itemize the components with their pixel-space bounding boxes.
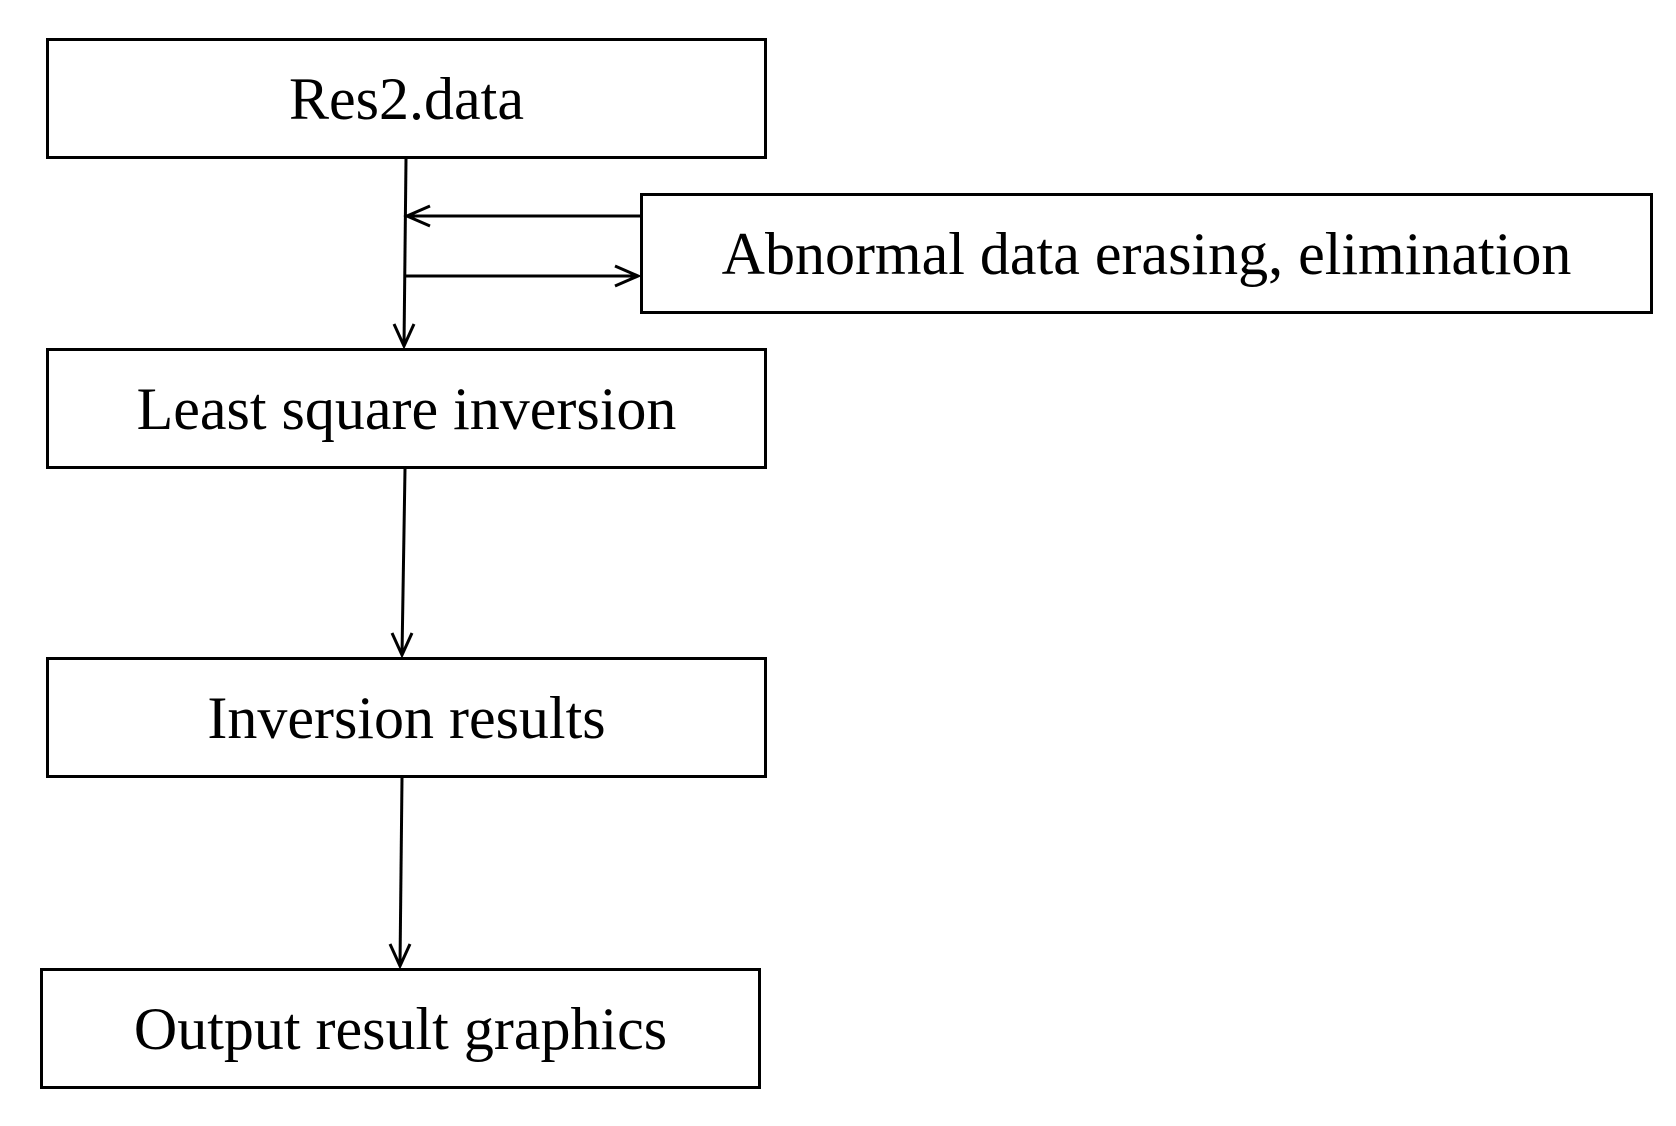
arrow-res2-to-lsq-shaft [402, 158, 408, 347]
node-inversion-results-label: Inversion results [207, 684, 606, 751]
arrow-lsq-to-results-head [390, 632, 414, 659]
node-abnormal-data-erasing: Abnormal data erasing, elimination [640, 193, 1653, 314]
arrow-results-to-output-head [388, 943, 412, 970]
node-least-square-inversion: Least square inversion [46, 348, 767, 469]
node-output-result-graphics: Output result graphics [40, 968, 761, 1089]
arrow-results-to-output-shaft [398, 777, 404, 967]
node-least-square-inversion-label: Least square inversion [136, 375, 677, 442]
arrow-res2-to-lsq-head [392, 323, 416, 350]
node-res2-data-label: Res2.data [289, 65, 524, 132]
node-res2-data: Res2.data [46, 38, 767, 159]
node-output-result-graphics-label: Output result graphics [133, 995, 668, 1062]
arrow-abnormal-to-main-head [403, 204, 431, 228]
node-inversion-results: Inversion results [46, 657, 767, 778]
arrow-lsq-to-results-shaft [400, 468, 407, 656]
node-abnormal-data-erasing-label: Abnormal data erasing, elimination [721, 220, 1572, 287]
arrow-main-to-abnormal-head [614, 264, 642, 288]
